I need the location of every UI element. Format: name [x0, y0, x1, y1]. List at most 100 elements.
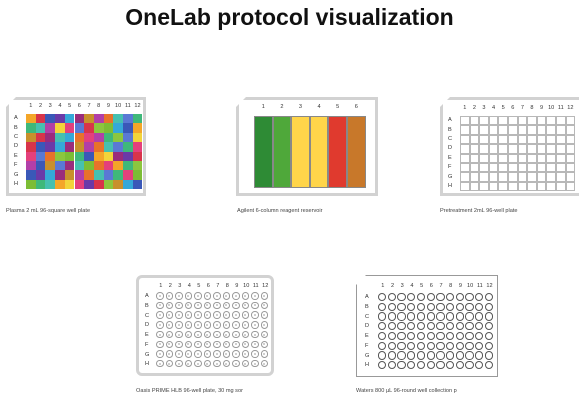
well	[251, 330, 259, 339]
well	[416, 360, 426, 370]
column-number: 5	[336, 104, 340, 110]
column-number: 2	[390, 283, 395, 289]
row-label: H	[448, 183, 453, 189]
well	[536, 163, 547, 173]
well	[465, 302, 474, 312]
well	[426, 293, 435, 302]
well	[123, 132, 133, 143]
well	[508, 125, 518, 135]
well	[556, 144, 566, 154]
well	[55, 114, 65, 124]
row-label: F	[448, 164, 452, 171]
column-number: 6	[77, 103, 81, 109]
well	[232, 340, 240, 348]
well	[455, 341, 464, 350]
well	[536, 144, 547, 154]
well	[194, 321, 202, 329]
column-number: 9	[540, 105, 544, 111]
well	[508, 153, 518, 163]
well	[26, 151, 36, 161]
well	[407, 331, 416, 341]
well	[498, 181, 508, 192]
well	[436, 360, 445, 370]
row-label: E	[365, 333, 369, 340]
well	[84, 151, 94, 161]
column-number: 2	[38, 103, 43, 109]
well	[407, 293, 416, 302]
well	[45, 142, 56, 152]
row-label: A	[448, 117, 452, 124]
column-number: 4	[58, 103, 62, 109]
well	[460, 153, 470, 163]
well	[465, 293, 474, 302]
well	[194, 292, 202, 300]
well	[378, 331, 387, 341]
well	[469, 116, 480, 126]
column-number: 9	[235, 283, 239, 289]
well	[103, 132, 114, 143]
well	[416, 341, 426, 350]
well	[378, 293, 387, 302]
well	[527, 125, 537, 135]
well	[222, 340, 230, 348]
reservoir-trough	[272, 116, 292, 188]
well	[426, 360, 435, 370]
well	[527, 134, 537, 145]
column-number: 1	[159, 283, 163, 289]
well	[260, 350, 268, 358]
reservoir-trough	[309, 116, 329, 188]
row-label: H	[365, 362, 370, 369]
well	[222, 330, 230, 339]
well	[93, 114, 104, 124]
well	[436, 322, 445, 331]
reservoir-trough	[254, 116, 273, 188]
well	[546, 172, 556, 182]
well	[175, 330, 183, 339]
well	[260, 311, 268, 319]
well	[165, 292, 173, 300]
well	[527, 172, 537, 182]
well	[45, 179, 56, 190]
well	[517, 144, 528, 154]
column-number: 1	[381, 283, 385, 289]
well	[184, 292, 192, 300]
well	[165, 340, 173, 348]
column-number: 3	[400, 283, 404, 289]
well	[436, 302, 445, 312]
well	[498, 116, 508, 126]
well	[232, 301, 240, 310]
well	[251, 292, 259, 300]
well	[194, 359, 202, 368]
well	[469, 181, 480, 192]
well	[397, 360, 406, 370]
well	[436, 312, 445, 321]
well	[93, 170, 104, 180]
well	[536, 125, 547, 135]
well	[45, 161, 56, 171]
well	[35, 132, 46, 143]
row-label: G	[365, 352, 370, 359]
well	[93, 161, 104, 171]
column-number: 6	[511, 105, 515, 111]
well	[113, 114, 123, 124]
column-number: 12	[262, 283, 269, 289]
well	[26, 132, 36, 143]
well	[484, 341, 494, 350]
well	[113, 132, 123, 143]
well	[64, 170, 75, 180]
well	[378, 312, 387, 321]
well	[556, 134, 566, 145]
well	[469, 125, 480, 135]
well	[484, 322, 494, 331]
well	[565, 181, 576, 192]
well	[26, 179, 36, 190]
well	[426, 331, 435, 341]
well	[565, 125, 576, 135]
well	[565, 163, 576, 173]
well	[165, 311, 173, 319]
